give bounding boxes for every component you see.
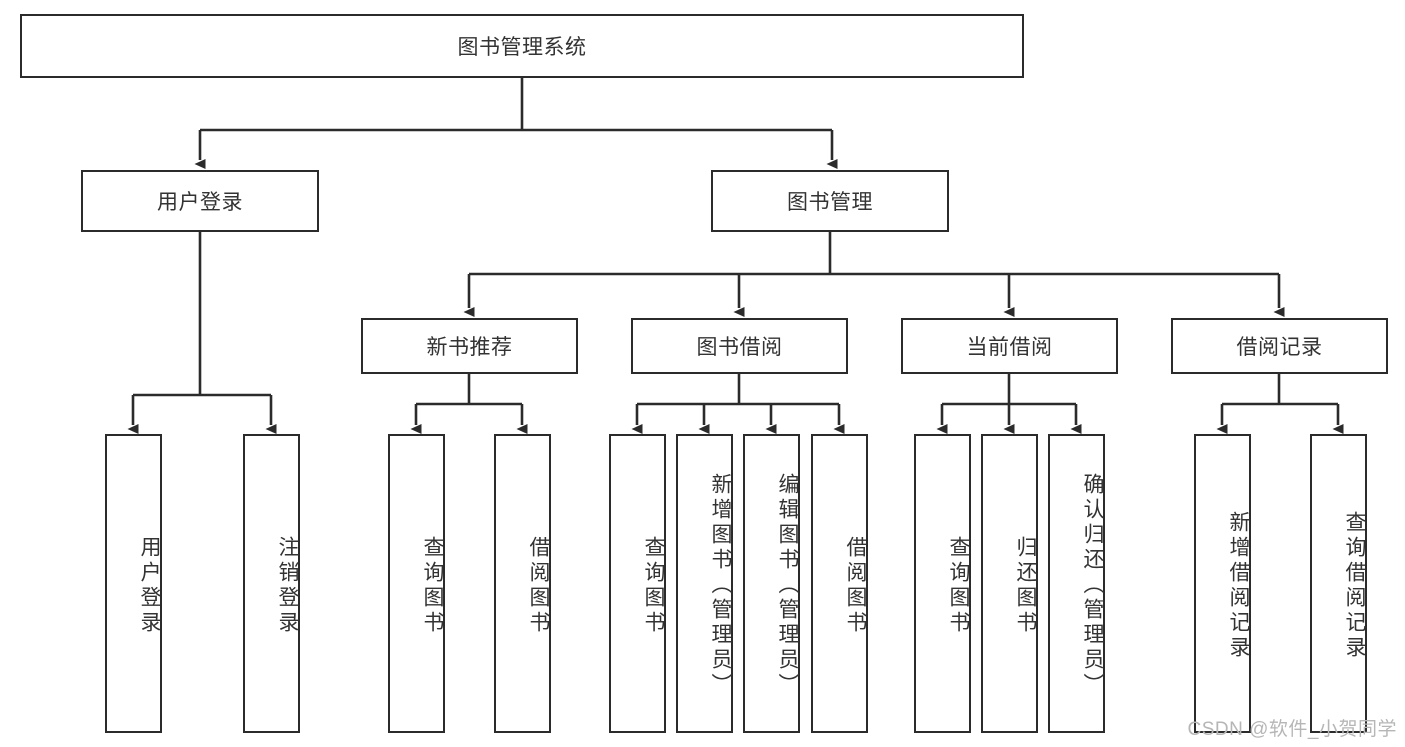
leaf-borrow-query[interactable]: 查询图书: [609, 434, 666, 733]
leaf-label: 注销登录: [276, 535, 299, 636]
node-book-management[interactable]: 图书管理: [711, 170, 949, 232]
node-new-book-recommend-label: 新书推荐: [426, 336, 513, 359]
node-user-login-label: 用户登录: [157, 191, 243, 214]
leaf-label: 新增图书（管理员）: [709, 473, 732, 698]
node-book-borrow-label: 图书借阅: [696, 336, 783, 359]
node-borrow-records-label: 借阅记录: [1236, 336, 1323, 359]
node-book-borrow[interactable]: 图书借阅: [631, 318, 848, 374]
leaf-current-confirm-return-admin[interactable]: 确认归还（管理员）: [1048, 434, 1105, 733]
node-new-book-recommend[interactable]: 新书推荐: [361, 318, 578, 374]
leaf-label: 用户登录: [138, 535, 161, 636]
leaf-new-book-query[interactable]: 查询图书: [388, 434, 445, 733]
leaf-label: 归还图书: [1014, 535, 1037, 636]
node-current-borrow-label: 当前借阅: [966, 336, 1053, 359]
leaf-label: 编辑图书（管理员）: [776, 473, 799, 698]
leaf-label: 借阅图书: [527, 535, 550, 636]
leaf-borrow-add-book-admin[interactable]: 新增图书（管理员）: [676, 434, 733, 733]
node-current-borrow[interactable]: 当前借阅: [901, 318, 1118, 374]
leaf-label: 查询借阅记录: [1343, 510, 1366, 661]
watermark-text: CSDN @软件_小贺同学: [1187, 719, 1397, 740]
leaf-label: 查询图书: [421, 535, 444, 636]
leaf-label: 确认归还（管理员）: [1081, 473, 1104, 698]
leaf-records-query[interactable]: 查询借阅记录: [1310, 434, 1367, 733]
node-borrow-records[interactable]: 借阅记录: [1171, 318, 1388, 374]
leaf-user-login-signin[interactable]: 用户登录: [105, 434, 162, 733]
leaf-new-book-borrow[interactable]: 借阅图书: [494, 434, 551, 733]
node-book-management-label: 图书管理: [787, 191, 873, 214]
node-root[interactable]: 图书管理系统: [20, 14, 1024, 78]
leaf-user-login-signout[interactable]: 注销登录: [243, 434, 300, 733]
leaf-borrow-borrow-book[interactable]: 借阅图书: [811, 434, 868, 733]
leaf-current-query[interactable]: 查询图书: [914, 434, 971, 733]
leaf-label: 借阅图书: [844, 535, 867, 636]
leaf-label: 新增借阅记录: [1227, 510, 1250, 661]
node-user-login[interactable]: 用户登录: [81, 170, 319, 232]
leaf-current-return-book[interactable]: 归还图书: [981, 434, 1038, 733]
node-root-label: 图书管理系统: [457, 36, 587, 59]
leaf-label: 查询图书: [947, 535, 970, 636]
leaf-label: 查询图书: [642, 535, 665, 636]
leaf-records-add[interactable]: 新增借阅记录: [1194, 434, 1251, 733]
leaf-borrow-edit-book-admin[interactable]: 编辑图书（管理员）: [743, 434, 800, 733]
